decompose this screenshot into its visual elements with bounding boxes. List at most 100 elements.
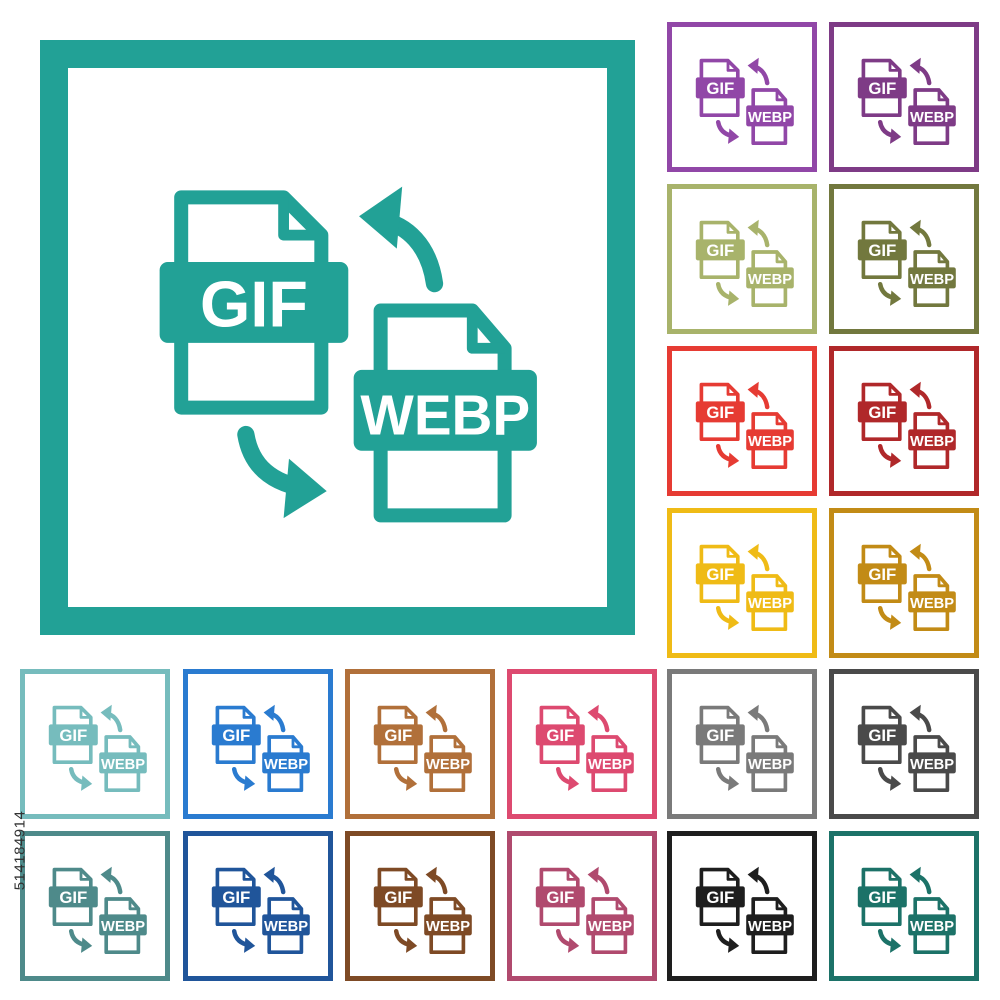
gif-label: GIF — [706, 241, 734, 260]
webp-label: WEBP — [748, 596, 792, 612]
arrow-up-head — [747, 543, 759, 560]
webp-label: WEBP — [748, 757, 792, 773]
arrow-down-head — [406, 937, 418, 953]
gif-file-fold — [726, 869, 738, 881]
gif-label-box — [695, 77, 745, 99]
gif-label-box — [159, 262, 349, 343]
webp-label: WEBP — [101, 757, 145, 773]
gif-label: GIF — [222, 726, 250, 745]
gif-label-box — [857, 239, 907, 261]
webp-file-fold — [937, 252, 948, 264]
arrow-down-head — [81, 775, 93, 791]
webp-file-fold — [937, 737, 948, 749]
webp-file-fold — [937, 414, 948, 426]
webp-file-fold — [128, 899, 139, 911]
gif-label: GIF — [868, 79, 896, 98]
gif-file-fold — [566, 707, 578, 719]
webp-label: WEBP — [910, 919, 954, 935]
webp-label-box — [746, 752, 794, 774]
stock-id-text: 514184914 — [11, 810, 29, 890]
gif-file-fold — [278, 197, 322, 241]
tile-light-teal: GIF WEBP — [20, 669, 170, 819]
webp-label: WEBP — [101, 919, 145, 935]
gif-label-box — [695, 886, 745, 908]
gif-label: GIF — [59, 726, 87, 745]
gif-label-box — [48, 886, 98, 908]
gif-file-fold — [726, 707, 738, 719]
gif-label-box — [48, 724, 98, 746]
gif-file-fold — [242, 869, 254, 881]
gif-to-webp-file-conversion-icon: GIF WEBP — [373, 866, 472, 955]
webp-file-fold — [937, 899, 948, 911]
tile-yellow: GIF WEBP — [667, 508, 817, 658]
arrow-down-head — [406, 775, 418, 791]
gif-label: GIF — [384, 888, 412, 907]
arrow-up-head — [909, 381, 921, 398]
arrow-down-head — [728, 128, 740, 144]
arrow-up-head — [909, 219, 921, 236]
arrow-down-head — [568, 775, 580, 791]
webp-file-fold — [453, 737, 464, 749]
webp-label-box — [908, 267, 956, 289]
gif-label-box — [211, 724, 261, 746]
gif-label-box — [695, 724, 745, 746]
webp-label-box — [353, 369, 537, 451]
arrow-down-head — [244, 937, 256, 953]
tile-dark-brown: GIF WEBP — [345, 831, 495, 981]
gif-label-box — [695, 401, 745, 423]
gif-file-fold — [726, 60, 738, 72]
webp-label-box — [586, 752, 634, 774]
webp-file-fold — [775, 414, 786, 426]
gif-file-fold — [888, 60, 900, 72]
gif-label-box — [857, 401, 907, 423]
arrow-up-head — [747, 219, 759, 236]
gif-label: GIF — [868, 403, 896, 422]
gif-file-fold — [726, 546, 738, 558]
arrow-up-head — [909, 543, 921, 560]
webp-file-fold — [453, 899, 464, 911]
webp-label: WEBP — [588, 757, 632, 773]
gif-label: GIF — [546, 888, 574, 907]
webp-file-fold — [466, 310, 505, 354]
gif-label: GIF — [868, 565, 896, 584]
webp-file-fold — [291, 899, 302, 911]
gif-label-box — [857, 724, 907, 746]
arrow-up-head — [100, 866, 112, 883]
webp-label-box — [908, 914, 956, 936]
arrow-up-head — [100, 704, 112, 721]
arrow-down-head — [728, 775, 740, 791]
arrow-down-head — [568, 937, 580, 953]
arrow-up-head — [425, 704, 437, 721]
gif-file-fold — [888, 222, 900, 234]
webp-file-fold — [775, 899, 786, 911]
gif-label: GIF — [868, 241, 896, 260]
webp-label-box — [746, 591, 794, 613]
arrow-down-head — [890, 128, 902, 144]
arrow-up-head — [747, 866, 759, 883]
webp-file-fold — [128, 737, 139, 749]
gif-file-fold — [404, 869, 416, 881]
webp-label: WEBP — [264, 757, 308, 773]
arrow-up-head — [747, 57, 759, 74]
gif-label: GIF — [868, 726, 896, 745]
gif-label: GIF — [706, 565, 734, 584]
gif-label-box — [373, 724, 423, 746]
webp-label-box — [908, 591, 956, 613]
gif-label-box — [373, 886, 423, 908]
arrow-up-head — [263, 866, 275, 883]
gif-label-box — [535, 886, 585, 908]
gif-file-fold — [79, 869, 91, 881]
webp-label: WEBP — [426, 919, 470, 935]
webp-file-fold — [937, 576, 948, 588]
gif-file-fold — [726, 222, 738, 234]
